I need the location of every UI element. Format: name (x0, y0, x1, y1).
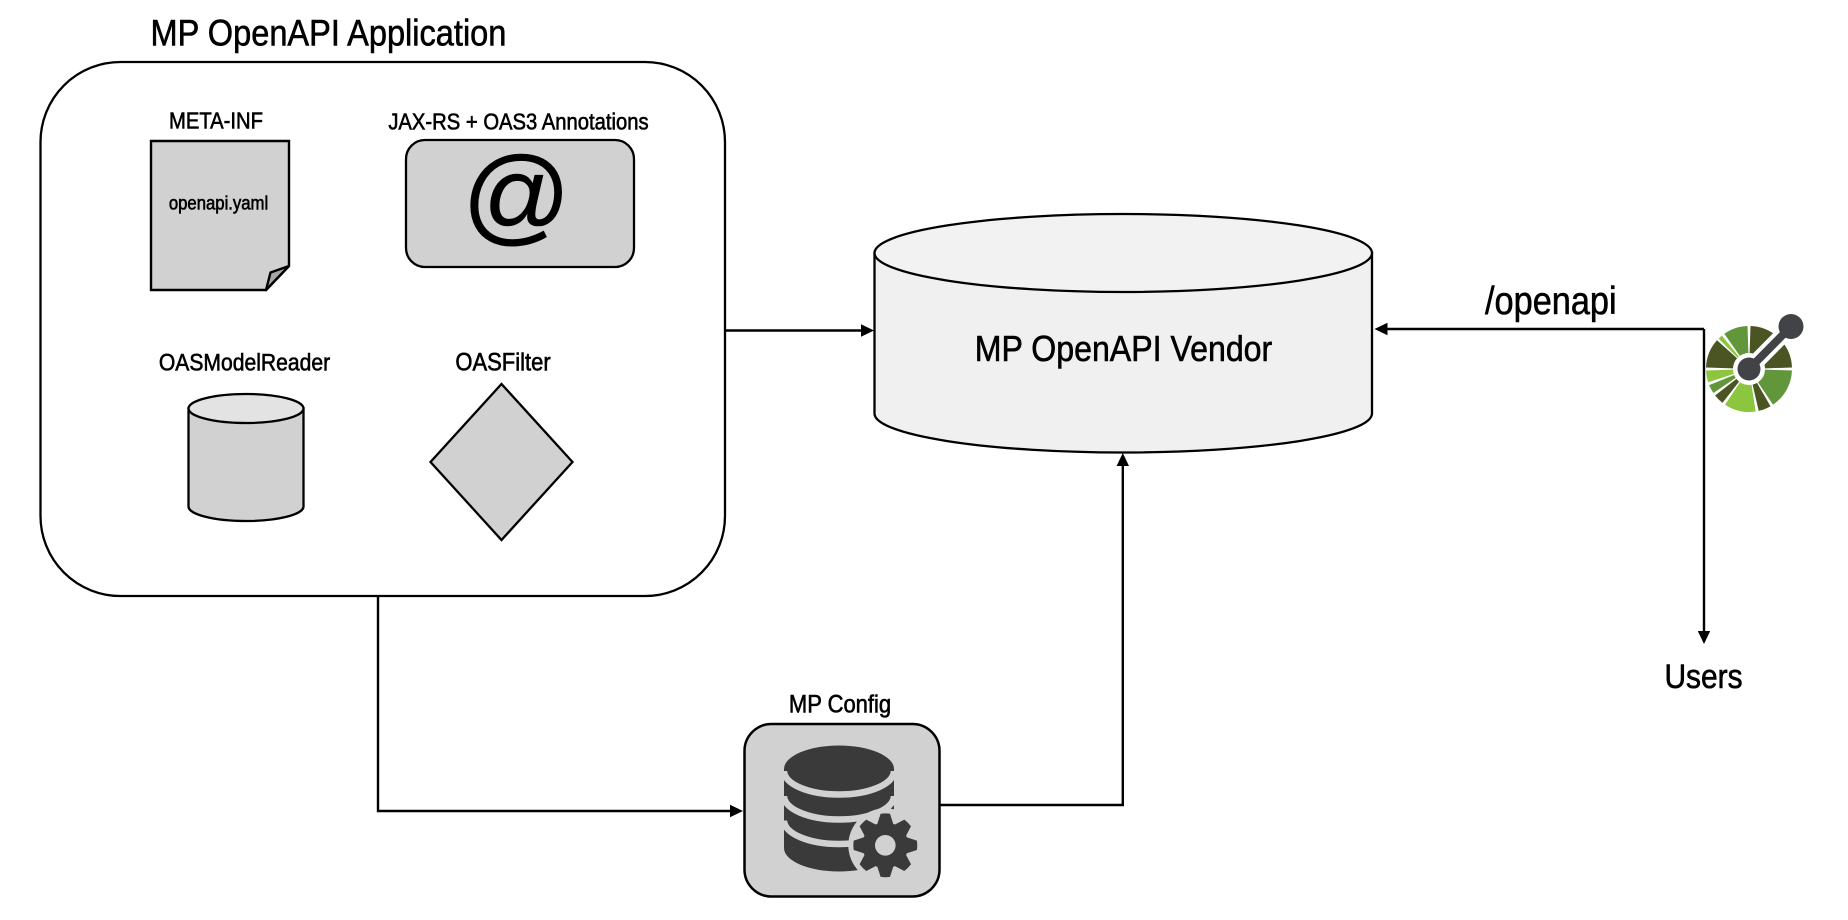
svg-text:META-INF: META-INF (169, 107, 263, 134)
svg-text:MP Config: MP Config (789, 690, 891, 718)
svg-text:@: @ (462, 135, 571, 255)
svg-text:OASFilter: OASFilter (455, 348, 550, 376)
svg-text:openapi.yaml: openapi.yaml (169, 192, 268, 213)
svg-text:MP OpenAPI Application: MP OpenAPI Application (151, 13, 507, 54)
svg-text:MP OpenAPI Vendor: MP OpenAPI Vendor (975, 329, 1272, 369)
svg-text:/openapi: /openapi (1485, 279, 1617, 323)
svg-text:OASModelReader: OASModelReader (159, 349, 331, 376)
svg-text:JAX-RS + OAS3 Annotations: JAX-RS + OAS3 Annotations (388, 108, 649, 135)
svg-text:Users: Users (1664, 657, 1742, 695)
